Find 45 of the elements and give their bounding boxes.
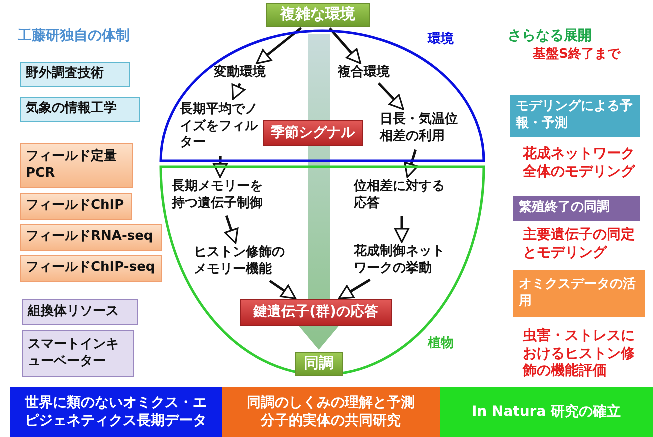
step-text: 複合環境 <box>338 64 400 82</box>
signal-box: 季節シグナル <box>263 120 363 146</box>
result-band: 同調のしくみの理解と予測分子的実体の共同研究 <box>222 387 440 437</box>
heading-text: 工藤研独自の体制 <box>18 28 130 46</box>
arrow <box>378 82 404 110</box>
plant-bowl <box>160 166 485 376</box>
region-label: 環境 <box>428 32 454 48</box>
arrow <box>394 216 410 244</box>
signal-box: 鍵遺伝子(群)の応答 <box>240 299 392 326</box>
arrow <box>213 156 228 178</box>
arrow <box>404 150 419 178</box>
step-text: 長期平均でノイズをフィルター <box>180 100 262 154</box>
step-text: 日長・気温位相差の利用 <box>380 110 464 148</box>
arrow <box>232 83 246 100</box>
heading-text: 基盤S終了まで <box>533 47 620 64</box>
method-box: 野外調査技術 <box>20 62 130 87</box>
arrow <box>269 280 296 300</box>
environment-dome <box>160 30 485 162</box>
step-text: 花成制御ネットワークの挙動 <box>354 243 450 279</box>
outcome-text: 虫害・ストレスにおけるヒストン修飾の機能評価 <box>523 328 636 380</box>
arrow <box>224 216 239 244</box>
result-band: In Natura 研究の確立 <box>440 387 653 437</box>
step-text: ヒストン修飾のメモリー機能 <box>194 244 290 280</box>
method-box: 組換体リソース <box>22 299 138 325</box>
step-text: 位相差に対する応答 <box>354 178 450 214</box>
result-band: 世界に類のないオミクス・エピジェネティクス長期データ <box>10 387 222 437</box>
start-box: 複雑な環境 <box>266 3 370 27</box>
method-box: フィールド定量PCR <box>20 143 133 188</box>
goal-box: オミクスデータの活用 <box>513 270 645 317</box>
method-box: フィールドRNA-seq <box>20 224 162 251</box>
region-label: 植物 <box>428 336 454 352</box>
method-box: 気象の情報工学 <box>20 97 140 122</box>
step-text: 長期メモリーを持つ遺伝子制御 <box>172 178 268 214</box>
outcome-text: 花成ネットワーク全体のモデリング <box>523 146 636 181</box>
step-text: 変動環境 <box>214 64 276 82</box>
method-box: フィールドChIP-seq <box>20 255 162 282</box>
arrow <box>256 27 302 64</box>
goal-box: 繁殖終了の同調 <box>513 196 640 221</box>
heading-text: さらなる展開 <box>508 28 592 46</box>
method-box: スマートインキューベーター <box>22 330 134 377</box>
start-box: 同調 <box>295 352 343 376</box>
outcome-text: 主要遺伝子の同定とモデリング <box>523 227 636 262</box>
method-box: フィールドChIP <box>20 193 132 220</box>
goal-box: モデリングによる予報・予測 <box>510 95 640 137</box>
arrow <box>338 278 371 300</box>
